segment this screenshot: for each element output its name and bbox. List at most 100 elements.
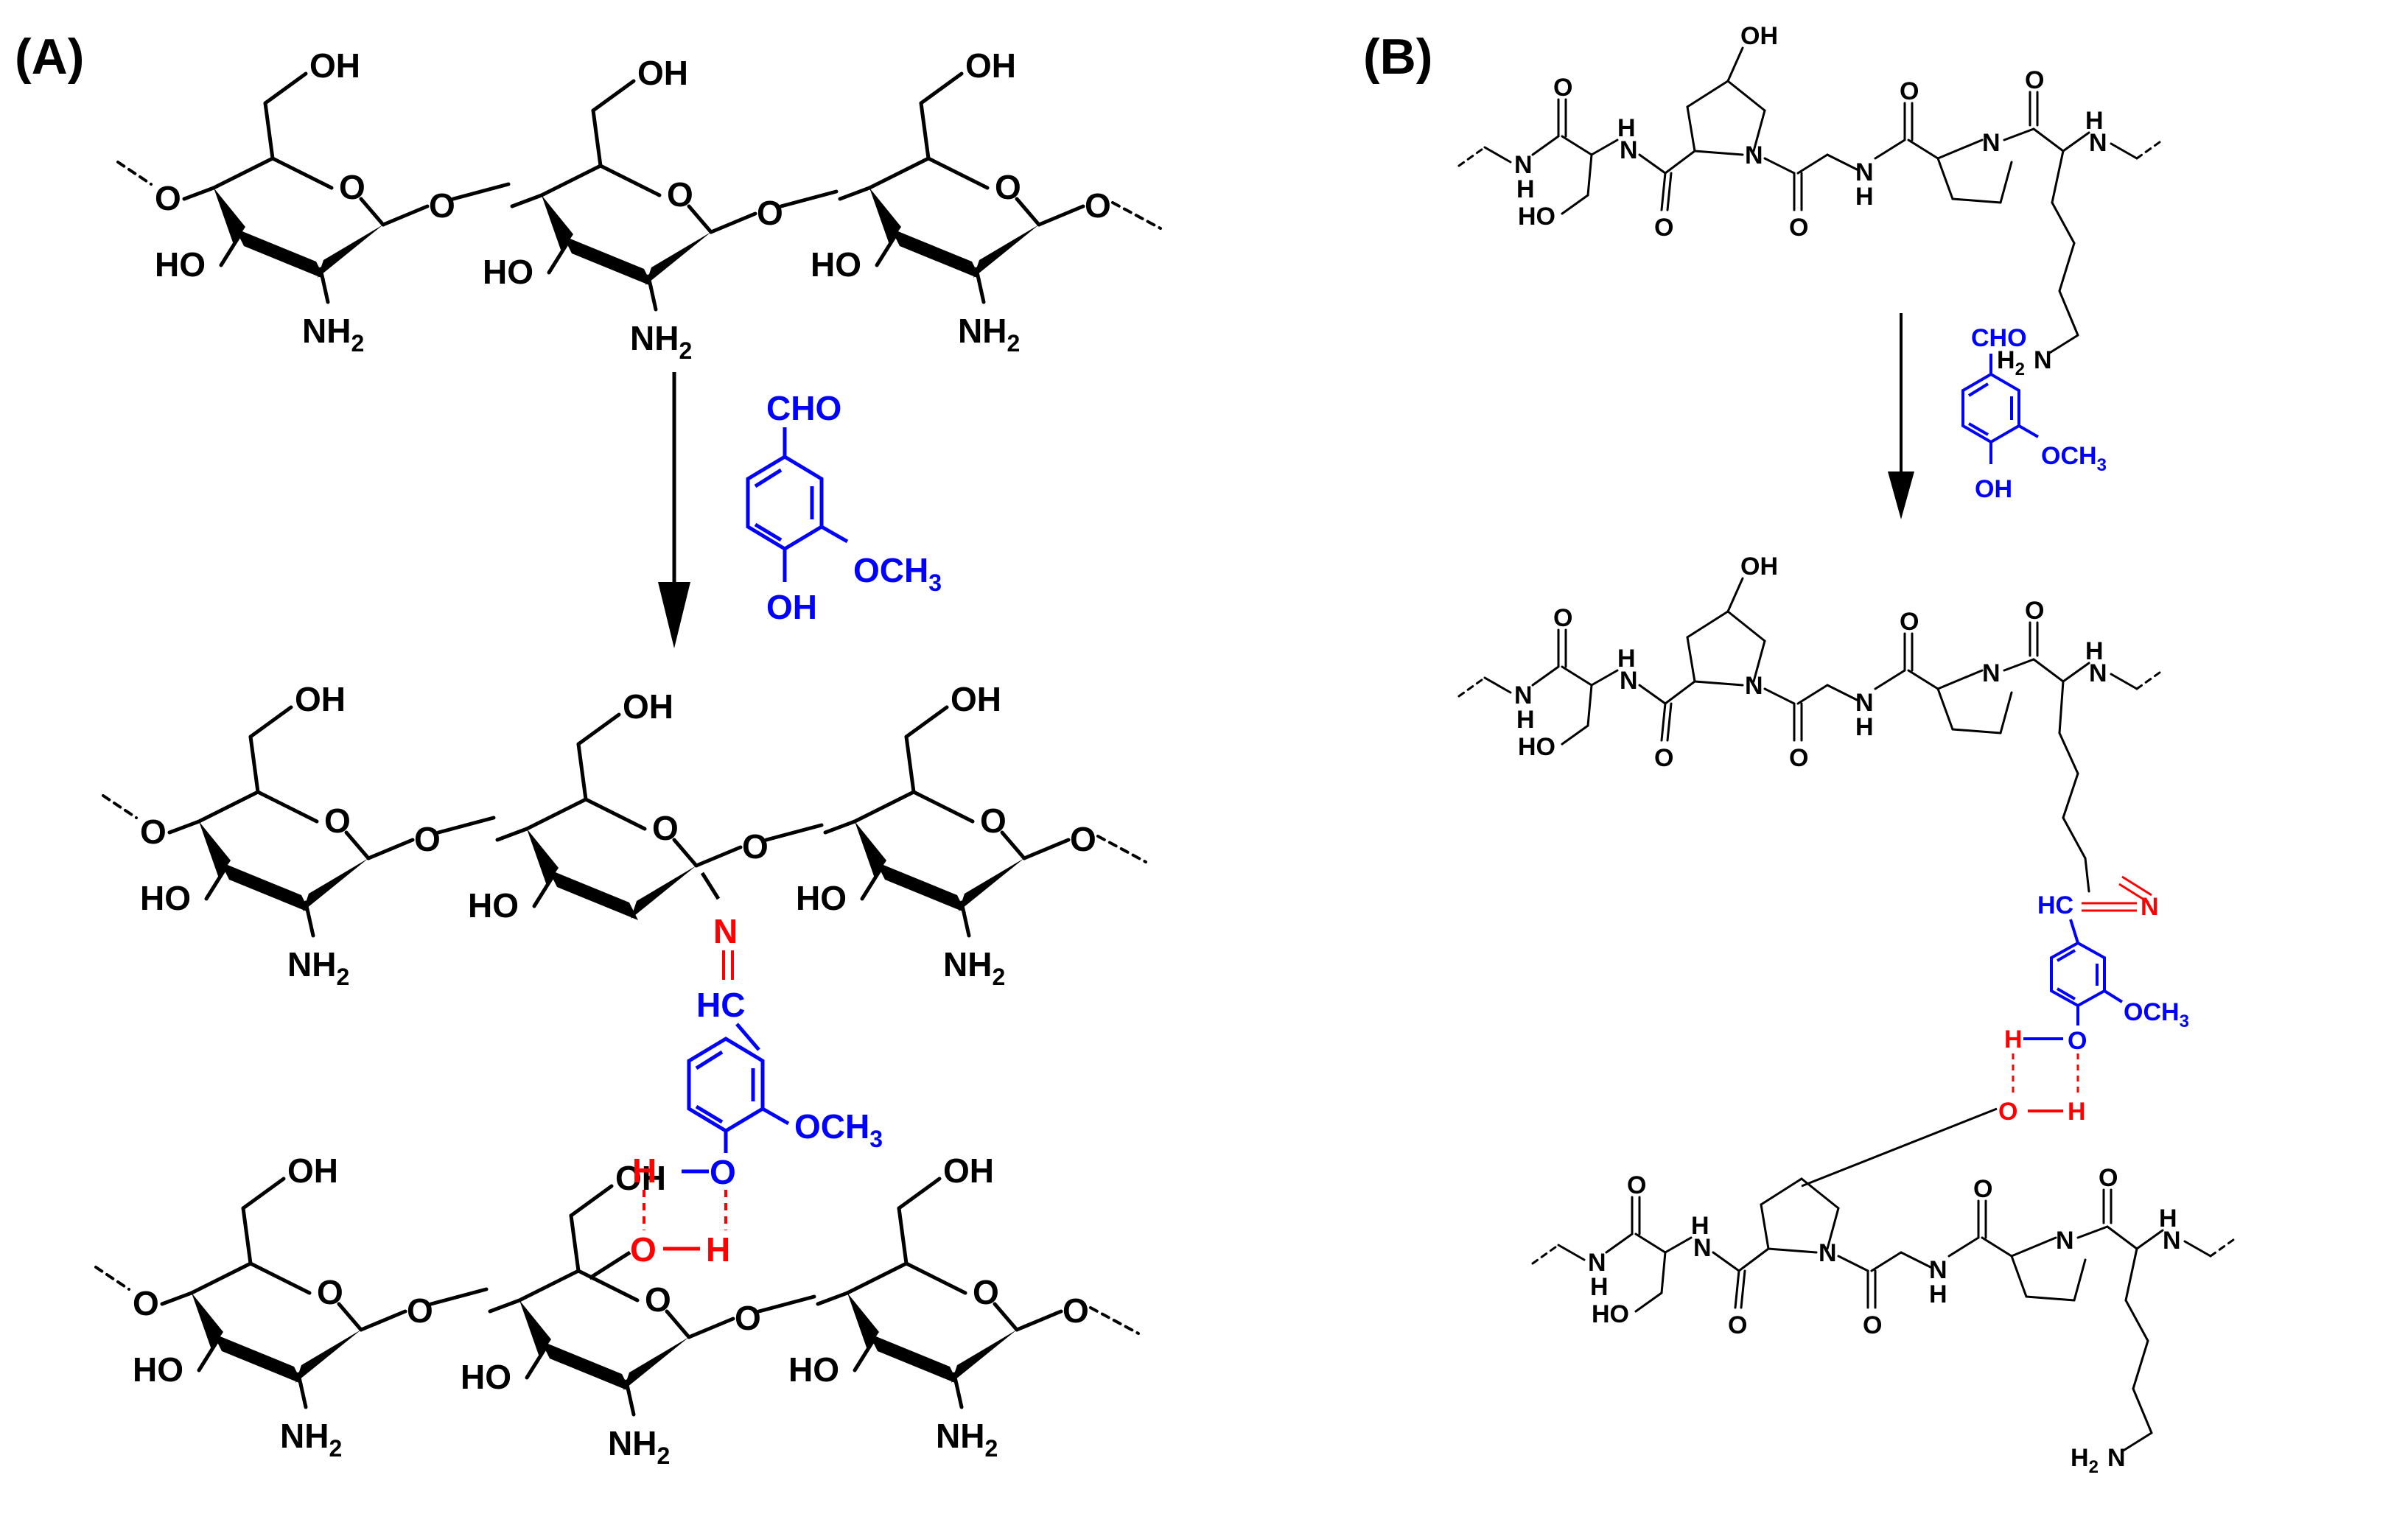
- bond: [1664, 150, 1696, 175]
- bond: [1531, 135, 1560, 156]
- bond: [337, 1302, 363, 1332]
- carbonyl-o: O: [1900, 608, 1919, 636]
- hydroxyl-oh: OH: [951, 680, 1001, 718]
- panel-a-reaction-arrow: [658, 372, 690, 648]
- bond: [911, 790, 975, 824]
- bond: [256, 790, 319, 824]
- glycosidic-o-right: O: [1070, 820, 1096, 858]
- bond: [241, 1206, 253, 1266]
- bond: [1660, 702, 1667, 742]
- ring-oxygen: O: [652, 809, 679, 847]
- bond: [646, 274, 658, 312]
- bond: [838, 186, 872, 201]
- bond: [429, 1287, 489, 1306]
- bond: [1760, 1177, 1803, 1206]
- bond: [952, 1372, 964, 1409]
- bond: [1561, 665, 1593, 687]
- bond: [1936, 157, 1954, 200]
- bond: [1015, 1309, 1063, 1332]
- bond: [687, 1317, 735, 1339]
- bond: [694, 845, 743, 868]
- glycosidic-o-right: O: [1085, 186, 1111, 225]
- bond: [248, 705, 293, 739]
- bond: [1734, 1269, 1740, 1309]
- wedge-bond: [623, 1337, 689, 1390]
- bond: [2032, 127, 2065, 152]
- wedge-bond: [631, 866, 696, 919]
- bond: [1874, 669, 1906, 690]
- bond: [296, 1372, 308, 1409]
- bond: [436, 816, 496, 835]
- ring-oxygen: O: [667, 175, 693, 214]
- wedge-bond: [563, 236, 653, 287]
- amide-h: H: [1590, 1273, 1609, 1301]
- bond: [2003, 658, 2035, 672]
- bond: [1483, 146, 1512, 164]
- wedge-bond: [645, 232, 711, 285]
- amine-nh2: NH2: [280, 1417, 342, 1462]
- bond: [1900, 1251, 1932, 1269]
- panel-a-phenol-o: O: [710, 1153, 736, 1191]
- bond: [2025, 1295, 2076, 1302]
- bond: [1634, 1233, 1667, 1254]
- panel-b-imine-linkage: [2118, 875, 2152, 904]
- bond: [1693, 150, 1744, 156]
- hydroxyl-ho: HO: [483, 253, 533, 291]
- hydroxyproline-oh: OH: [1740, 553, 1778, 581]
- bond: [1037, 204, 1085, 227]
- bond: [904, 1261, 967, 1295]
- bond: [2062, 772, 2079, 819]
- amide-n: N: [1620, 136, 1638, 164]
- bond: [517, 1269, 581, 1303]
- panel-a-hydrogen-bonds: [643, 1190, 727, 1230]
- bond: [1557, 1244, 1586, 1261]
- bond: [525, 797, 588, 831]
- bond: [897, 1206, 909, 1266]
- bond: [993, 1302, 1019, 1332]
- wedge-bond: [235, 228, 325, 279]
- bond: [1015, 197, 1041, 227]
- bond: [547, 241, 570, 275]
- bond: [1590, 139, 1619, 156]
- panel-b-reagent-aldehyde: CHO: [1971, 324, 2027, 352]
- amide-n: N: [2089, 129, 2107, 157]
- bond: [1752, 639, 1766, 683]
- panel-a-product-methoxy: OCH3: [794, 1107, 883, 1152]
- bond: [1763, 157, 1796, 175]
- glycosidic-o: O: [414, 820, 441, 858]
- bond: [2058, 290, 2079, 337]
- wedge-bond: [891, 228, 981, 279]
- ring-n: N: [1982, 129, 2001, 157]
- hydroxyl-ho: HO: [155, 245, 206, 284]
- bond: [1634, 1291, 1663, 1313]
- glycosidic-o: O: [757, 194, 783, 232]
- bond: [1936, 139, 1984, 160]
- amide-n: N: [1855, 158, 1874, 186]
- bond: [1586, 684, 1593, 727]
- bond: [1712, 1251, 1740, 1272]
- bond: [1483, 676, 1512, 694]
- bond: [263, 71, 308, 105]
- bond: [816, 1291, 850, 1306]
- amide-h: H: [1855, 713, 1874, 741]
- bond: [532, 874, 555, 908]
- bond: [2058, 242, 2076, 292]
- ring-n: N: [1745, 672, 1763, 700]
- bond: [926, 156, 990, 190]
- bond: [2084, 857, 2090, 893]
- lysine-amine: H2: [2071, 1444, 2099, 1477]
- chain-continuation-right: [1111, 201, 1162, 230]
- bond: [1561, 724, 1589, 746]
- bond: [1686, 105, 1696, 152]
- amine-nh2: NH2: [958, 312, 1020, 357]
- bond: [2047, 334, 2079, 355]
- bond: [1951, 728, 2002, 735]
- bond: [1870, 1251, 1903, 1272]
- bond: [304, 900, 315, 938]
- amide-h: H: [1691, 1212, 1709, 1240]
